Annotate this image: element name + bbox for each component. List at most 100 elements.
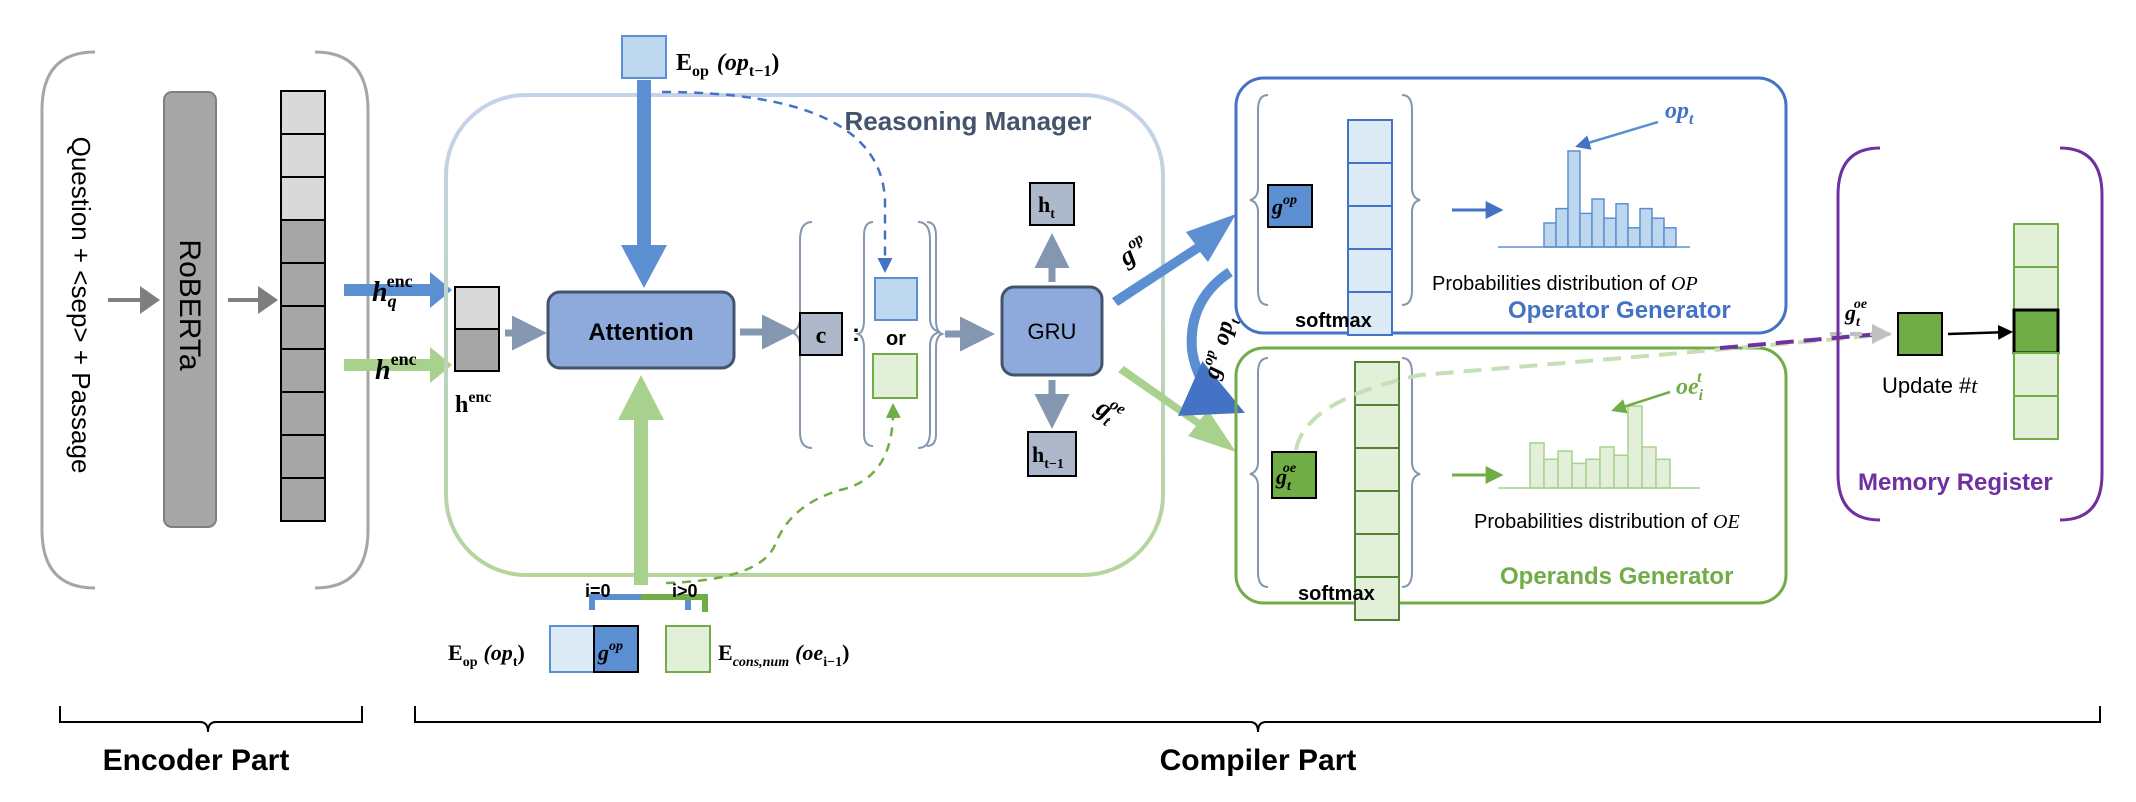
eop-to-attention-arrow — [621, 80, 667, 288]
memory-vector-cell — [2013, 395, 2059, 440]
gop-arrow-label: gop — [1112, 230, 1154, 272]
compiler-part-label: Compiler Part — [1160, 744, 1357, 777]
operands-hist-bar — [1571, 462, 1587, 489]
eop-prev-box — [621, 35, 667, 79]
encoder-vector-cell — [280, 219, 326, 264]
operator-vector-cell — [1347, 162, 1393, 207]
goe-arrow-label: gtoe — [1088, 390, 1128, 433]
operands-vector-cell — [1354, 533, 1400, 578]
henc-cells: henc — [454, 286, 500, 418]
operator-hist-bar — [1543, 222, 1557, 248]
operands-hist-bar — [1557, 450, 1573, 489]
operator-pointer-label: opt — [1665, 98, 1694, 128]
reasoning-manager-title: Reasoning Manager — [844, 106, 1091, 136]
econs-label: Econs,num(oei−1) — [718, 640, 849, 670]
operator-gop-box — [1267, 184, 1313, 228]
eop-t-label: Eop(opt) — [448, 640, 525, 670]
igt0-label: i>0 — [672, 581, 698, 601]
context-left-brace — [789, 221, 813, 449]
input-arrow — [108, 286, 160, 314]
operator-gop-label: gop — [1271, 193, 1297, 219]
operator-hist-bar — [1567, 150, 1581, 248]
operator-vector-cell — [1347, 248, 1393, 293]
encoder-input-text: Question + <sep> + Passage — [66, 137, 96, 474]
operands-vector-cell — [1354, 490, 1400, 535]
memory-register: gtoe Update #t Memory Register — [1836, 146, 2104, 522]
operator-hist-bar — [1591, 198, 1605, 248]
context-concat: c : or — [789, 221, 946, 449]
h-enc-label: henc — [375, 349, 417, 386]
operands-hist-bar — [1529, 442, 1545, 489]
or-left-brace — [854, 221, 874, 447]
compiler-part-bracket — [414, 706, 2101, 733]
operands-hist-bar — [1585, 458, 1601, 489]
memory-right-bracket — [2059, 146, 2104, 522]
memory-active-cell — [2012, 308, 2060, 355]
henc-cell-top — [454, 286, 500, 330]
hq-enc-label: hqenc — [372, 271, 413, 311]
operands-left-brace — [1249, 357, 1269, 588]
or-right-brace — [926, 221, 946, 447]
encoder-vector-cell — [280, 477, 326, 522]
operands-prob-label: Probabilities distribution of OE — [1474, 511, 1740, 533]
operands-vector-cell — [1354, 447, 1400, 492]
econs-box — [665, 625, 711, 673]
operator-hist-bar — [1579, 212, 1593, 248]
gop-arrow — [1112, 214, 1236, 306]
operands-hist-bar — [1613, 454, 1629, 489]
operator-hist-bar — [1627, 227, 1641, 248]
or-label: or — [886, 328, 906, 350]
memory-goe-box — [1897, 312, 1943, 356]
operator-hist-bar — [1663, 227, 1677, 248]
operands-generator-title: Operands Generator — [1500, 563, 1733, 590]
bottom-to-attention-arrow — [618, 375, 664, 585]
i0-label: i=0 — [585, 581, 611, 601]
roberta-output-arrow — [228, 286, 278, 314]
operator-left-brace — [1249, 94, 1269, 306]
i0-bracket — [589, 594, 691, 610]
memory-goe-label: gtoe — [1844, 297, 1867, 330]
encoder-vector-cell — [280, 90, 326, 135]
eop-prev-label: Eop(opt−1) — [676, 50, 779, 80]
encoder-vector-cell — [280, 391, 326, 436]
gru-block — [1000, 285, 1104, 377]
operands-hist-bar — [1627, 405, 1643, 489]
roberta-block — [163, 91, 217, 528]
operands-vector-cell — [1354, 404, 1400, 449]
operands-vector-cell — [1354, 576, 1400, 621]
operands-pointer-arrow — [1611, 390, 1671, 414]
eop-dashed-arrow — [661, 90, 893, 273]
update-label: Update #t — [1882, 373, 1978, 398]
operator-hist-bar — [1615, 203, 1629, 248]
operands-generator: gtoe softmax oeit Probabilities distribu… — [1234, 346, 1788, 621]
operator-pointer-arrow — [1575, 120, 1659, 150]
oe-dashed-arrow — [665, 403, 901, 585]
henc-label: henc — [455, 389, 491, 418]
ht-box — [1029, 182, 1075, 226]
memory-vector-cell — [2013, 352, 2059, 397]
memory-register-title: Memory Register — [1858, 469, 2053, 496]
encoder-vector-cell — [280, 262, 326, 307]
encoder-part-bracket — [59, 706, 363, 733]
c-box — [799, 312, 843, 356]
igt0-bracket — [641, 594, 708, 612]
encoder-vector-cell — [280, 434, 326, 479]
operands-right-brace — [1401, 357, 1421, 588]
hq-enc-arrow — [344, 272, 452, 308]
gop-box-bottom — [593, 625, 639, 673]
memory-left-bracket — [1836, 146, 1881, 522]
operands-hist-bar — [1543, 458, 1559, 489]
c-label: c — [816, 323, 827, 349]
goe-arrow — [1118, 366, 1236, 452]
encoder-part-label: Encoder Part — [103, 744, 290, 777]
goe-to-memory-dashed-green — [1294, 332, 1891, 451]
ht-label: ht — [1038, 192, 1055, 222]
htm1-label: ht−1 — [1032, 442, 1064, 472]
operands-histogram — [1529, 405, 1671, 489]
gru-label: GRU — [1028, 319, 1077, 344]
roberta-label: RoBERTa — [173, 239, 206, 370]
gop-op-curve-arrow — [1177, 267, 1245, 416]
operands-generator-frame — [1234, 346, 1788, 605]
encoder-vector-cell — [280, 133, 326, 178]
